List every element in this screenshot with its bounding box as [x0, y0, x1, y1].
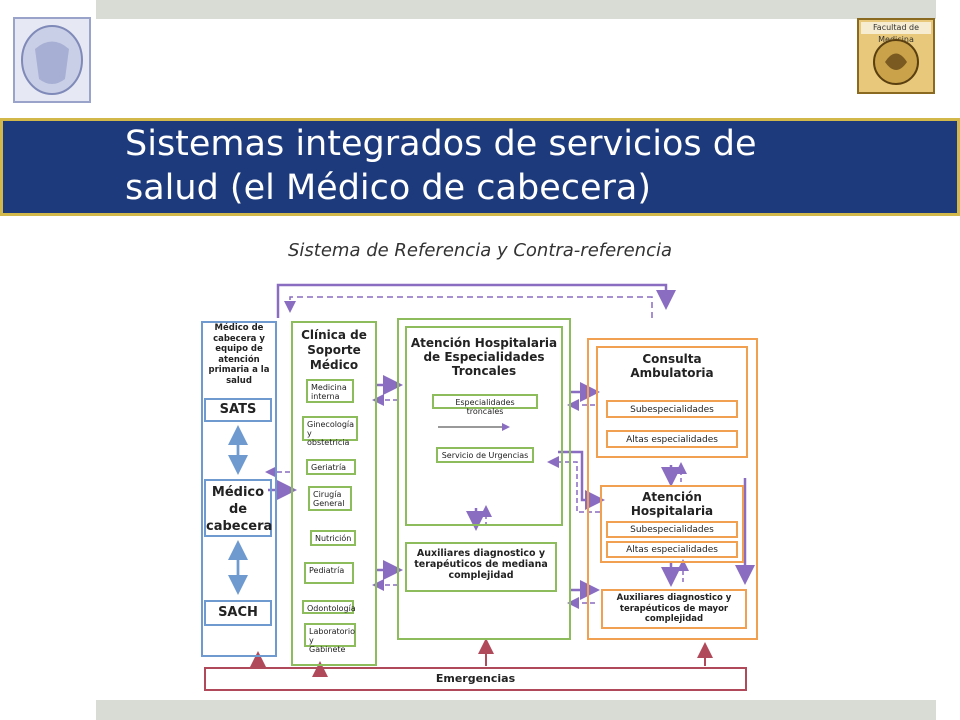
sach-box[interactable]: SACH	[204, 600, 272, 626]
title-band	[0, 118, 960, 216]
clinica-item[interactable]: Ginecología y obstetricia	[302, 416, 358, 447]
atencion-title: Atención Hospitalaria	[630, 490, 714, 518]
faculty-logo: Facultad de Medicina	[857, 18, 935, 94]
clinica-item[interactable]: Laboratorio y Gabinete	[304, 623, 356, 654]
atencion-item[interactable]: Subespecialidades	[606, 521, 738, 538]
bottom-bar	[96, 700, 936, 720]
consulta-title: Consulta Ambulatoria	[630, 352, 714, 380]
title-line-1: Sistemas integrados de servicios de	[125, 124, 757, 164]
servicio-urgencias[interactable]: Servicio de Urgencias	[436, 447, 534, 463]
orange-panel	[587, 338, 758, 640]
sats-box[interactable]: SATS	[204, 398, 272, 422]
consulta-item[interactable]: Altas especialidades	[606, 430, 738, 448]
especialidades-troncales[interactable]: Especialidades troncales	[432, 394, 538, 416]
clinica-item[interactable]: Odontología	[302, 600, 356, 614]
slide-title: Sistemas integrados de servicios de salu…	[125, 122, 955, 210]
atencion-hospitalaria-panel	[600, 485, 744, 563]
clinica-item[interactable]: Pediatría	[304, 562, 354, 584]
aux-mediana[interactable]: Auxiliares diagnostico y terapéuticos de…	[405, 542, 557, 592]
primary-care-title: Médico de cabecera y equipo de atención …	[208, 323, 270, 386]
hospital-troncales-panel	[397, 318, 571, 640]
clinica-panel	[291, 321, 377, 666]
hospital-troncales-title: Atención Hospitalaria de Especialidades …	[410, 336, 558, 378]
slide-subtitle: Sistema de Referencia y Contra-referenci…	[287, 240, 672, 261]
emergencias-bar[interactable]: Emergencias	[204, 667, 747, 691]
unam-logo	[13, 17, 91, 103]
consulta-ambulatoria-panel	[596, 346, 748, 458]
atencion-item[interactable]: Altas especialidades	[606, 541, 738, 558]
medico-cabecera-box[interactable]: Médico de cabecera	[204, 479, 272, 537]
primary-care-panel	[201, 321, 277, 657]
clinica-item[interactable]: Cirugía General	[308, 486, 352, 511]
aux-mayor[interactable]: Auxiliares diagnostico y terapéuticos de…	[601, 589, 747, 629]
consulta-item[interactable]: Subespecialidades	[606, 400, 738, 418]
title-line-2: salud (el Médico de cabecera)	[125, 168, 652, 208]
hospital-troncales-inner	[405, 326, 563, 526]
clinica-item[interactable]: Nutrición	[310, 530, 356, 546]
clinica-item[interactable]: Medicina interna	[306, 379, 354, 403]
clinica-title: Clínica de Soporte Médico	[301, 328, 367, 372]
top-bar	[96, 0, 936, 19]
clinica-item[interactable]: Geriatría	[306, 459, 356, 475]
